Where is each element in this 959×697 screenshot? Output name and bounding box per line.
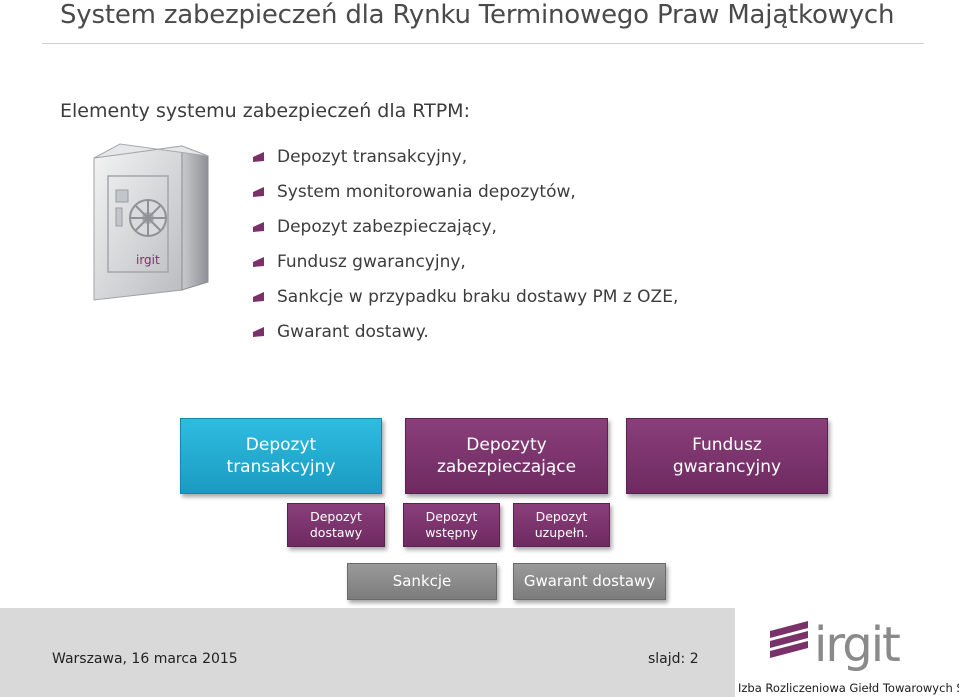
bullet-icon [253,327,264,337]
bullet-item: Gwarant dostawy. [252,314,678,349]
bullet-icon [253,222,264,232]
irgit-logo: irgit [770,617,902,673]
box-line: dostawy [309,525,363,540]
bullet-icon [253,257,264,267]
box-line: Gwarant dostawy [523,571,656,590]
box-line: Depozyt [535,508,588,524]
slide-subtitle: Elementy systemu zabezpieczeń dla RTPM: [60,100,470,122]
title-divider [42,43,924,44]
bullet-label: Gwarant dostawy. [277,321,429,342]
bullet-item: Depozyt zabezpieczający, [252,209,678,244]
bullet-label: Depozyt zabezpieczający, [277,216,497,237]
bullet-item: Sankcje w przypadku braku dostawy PM z O… [252,279,678,314]
box-line: wstępny [425,525,478,540]
svg-text:irgit: irgit [136,253,160,267]
bullet-item: System monitorowania depozytów, [252,174,678,209]
bullet-label: System monitorowania depozytów, [277,181,576,202]
bullet-icon [253,187,264,197]
box-line: uzupełn. [534,525,589,540]
box-sankcje: Sankcje [347,563,497,600]
bullet-icon [253,152,264,162]
bullet-list: Depozyt transakcyjny, System monitorowan… [252,139,678,349]
bullet-icon [253,292,264,302]
box-line: Sankcje [392,571,452,590]
company-name: Izba Rozliczeniowa Giełd Towarowych S.A. [738,681,959,695]
box-gwarant-dostawy: Gwarant dostawy [513,563,666,600]
box-line: gwarancyjny [672,457,782,477]
logo-bars-icon [770,621,808,658]
box-line: zabezpieczające [436,457,577,477]
footer-date: Warszawa, 16 marca 2015 [52,651,238,667]
box-line: Fundusz [692,434,762,455]
box-line: Depozyty [466,434,547,455]
bullet-item: Fundusz gwarancyjny, [252,244,678,279]
svg-text:irgit: irgit [814,617,900,673]
safe-image: irgit [93,143,209,301]
bullet-item: Depozyt transakcyjny, [252,139,678,174]
slide-title: System zabezpieczeń dla Rynku Terminoweg… [60,0,895,30]
box-line: Depozyt [245,434,317,455]
slide-number: slajd: 2 [648,651,699,667]
bullet-label: Sankcje w przypadku braku dostawy PM z O… [277,286,679,307]
bullet-label: Fundusz gwarancyjny, [277,251,466,272]
box-line: transakcyjny [226,457,336,477]
bullet-label: Depozyt transakcyjny, [277,146,468,167]
footer-bar: Warszawa, 16 marca 2015 slajd: 2 [0,608,735,697]
box-line: Depozyt [425,508,478,524]
box-line: Depozyt [310,508,362,524]
